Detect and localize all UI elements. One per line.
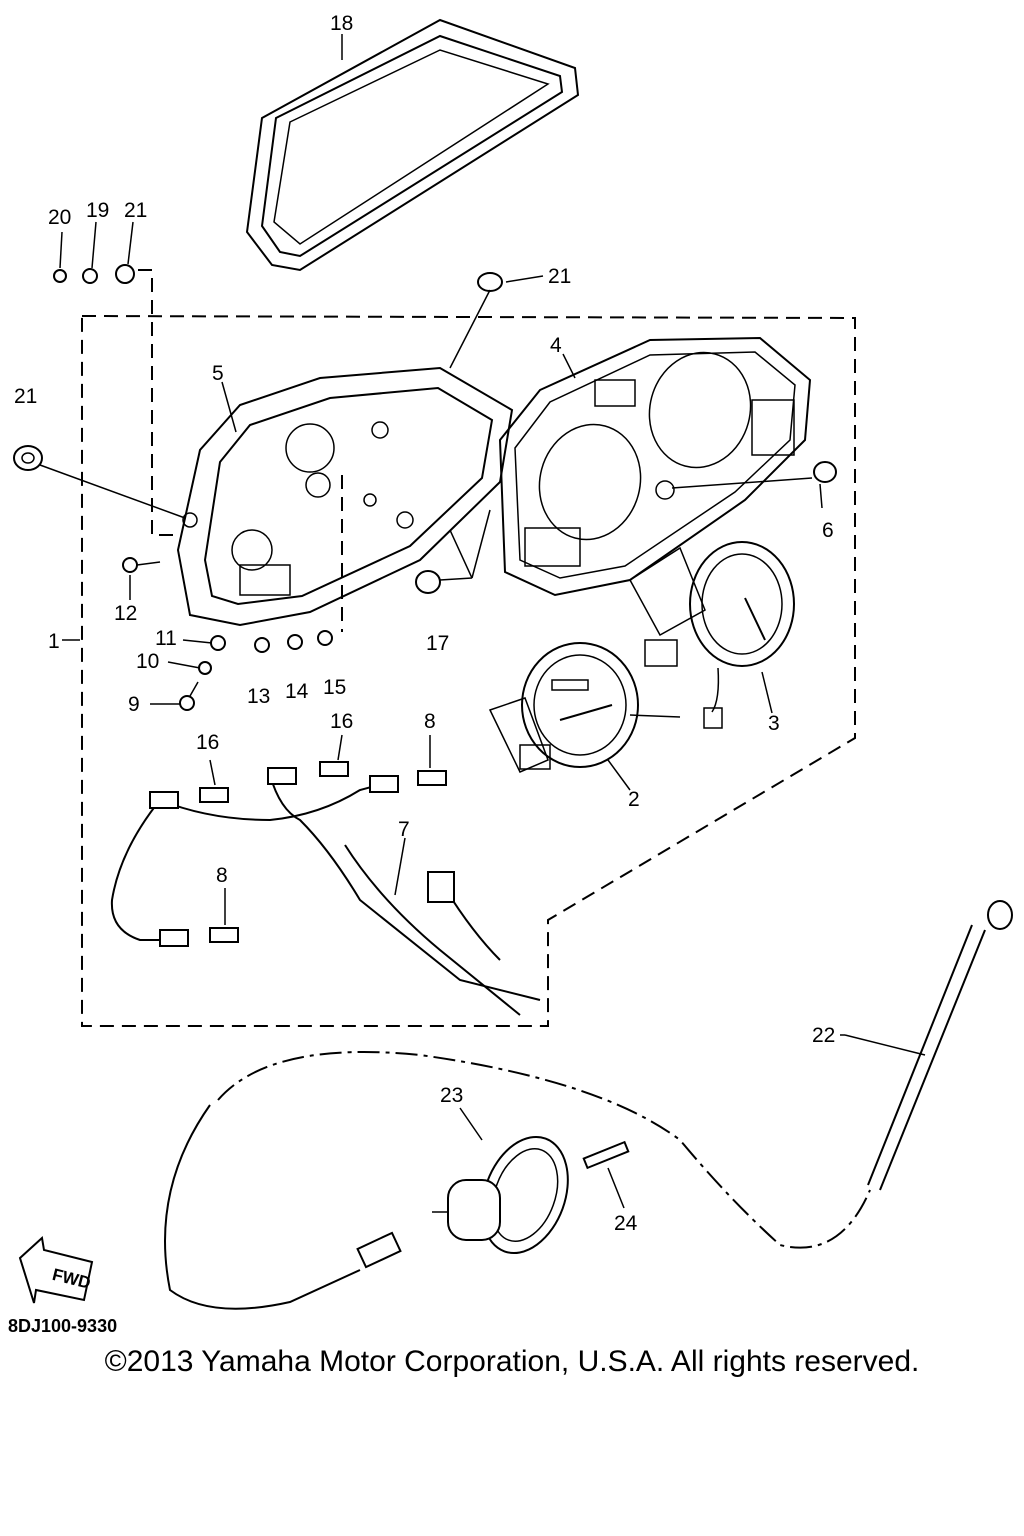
- callout-21-right: 21: [548, 265, 571, 288]
- callout-16-right: 16: [330, 710, 353, 733]
- callout-19: 19: [86, 199, 109, 222]
- callout-17: 17: [426, 632, 449, 655]
- lens-frame-part: [245, 18, 580, 272]
- callout-24: 24: [614, 1212, 638, 1235]
- callout-labels: 18 20 19 21 21 4 5 21 6 12 1 11 17 10 13…: [8, 12, 835, 1336]
- speedometer-part: [488, 642, 681, 773]
- callout-23: 23: [440, 1084, 463, 1107]
- callout-4: 4: [550, 334, 562, 357]
- callout-8-top: 8: [424, 710, 436, 733]
- callout-10: 10: [136, 650, 159, 673]
- part-code: 8DJ100-9330: [8, 1316, 117, 1336]
- callout-12: 12: [114, 602, 137, 625]
- callout-18: 18: [330, 12, 353, 35]
- callout-14: 14: [285, 680, 309, 703]
- small-hardware-parts: [122, 475, 343, 711]
- callout-9: 9: [128, 693, 140, 716]
- meter-exploded-diagram: FWD 18 20 19 21 21 4 5 21 6 12 1 11 17 1…: [8, 12, 1013, 1336]
- callout-11: 11: [155, 627, 177, 650]
- callout-16-left: 16: [196, 731, 219, 754]
- callout-6: 6: [822, 519, 834, 542]
- meter-case-part: [176, 366, 514, 627]
- callout-21-top: 21: [124, 199, 147, 222]
- callout-7: 7: [398, 818, 410, 841]
- callout-21-left: 21: [14, 385, 37, 408]
- meter-panel-part: [498, 336, 812, 597]
- callout-1: 1: [48, 630, 60, 653]
- callout-5: 5: [212, 362, 224, 385]
- callout-2: 2: [628, 788, 640, 811]
- gear-housing-part: [432, 1107, 569, 1255]
- callout-15: 15: [323, 676, 346, 699]
- leader-lines: [59, 221, 845, 1036]
- callout-8-bottom: 8: [216, 864, 228, 887]
- forward-arrow-icon: FWD: [18, 1236, 94, 1304]
- callout-20: 20: [48, 206, 71, 229]
- copyright-notice: ©2013 Yamaha Motor Corporation, U.S.A. A…: [104, 1345, 920, 1378]
- speedometer-cable-part: [164, 900, 1013, 1310]
- callout-22: 22: [812, 1024, 835, 1047]
- callout-13: 13: [247, 685, 270, 708]
- tachometer-part: [629, 541, 795, 729]
- pin-part: [582, 1140, 630, 1209]
- assembly-boundary: [81, 314, 856, 1027]
- wire-harness-part: [110, 734, 541, 1016]
- grommet-parts: [13, 264, 837, 594]
- callout-3: 3: [768, 712, 780, 735]
